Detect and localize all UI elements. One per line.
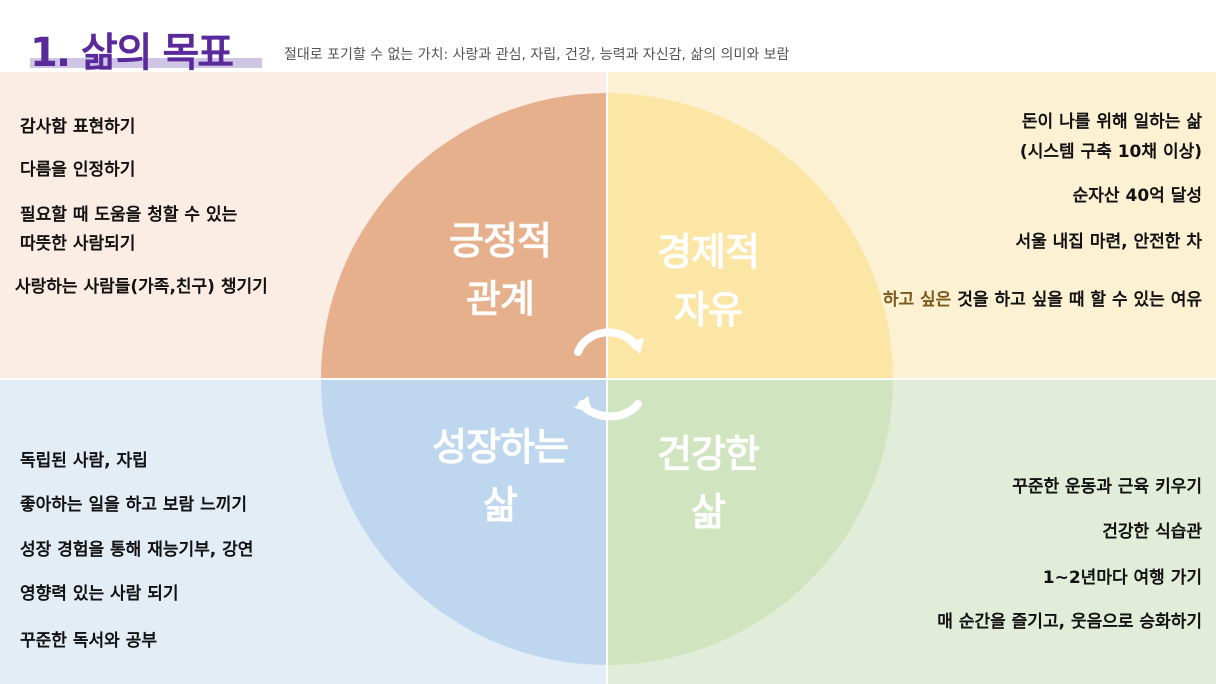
tr-item-3: 순자산 40억 달성	[1072, 186, 1202, 206]
segment-growing-life	[321, 379, 607, 665]
label-financial-freedom-line2: 자유	[674, 288, 743, 332]
tr-item-5-highlight: 하고 싶은	[882, 290, 952, 310]
label-growing-life-line2: 삶	[483, 483, 518, 527]
tl-item-3: 필요할 때 도움을 청할 수 있는	[20, 205, 238, 225]
bl-item-2: 좋아하는 일을 하고 보람 느끼기	[20, 495, 247, 515]
br-item-2: 건강한 식습관	[1102, 522, 1202, 542]
tr-item-4: 서울 내집 마련, 안전한 차	[1015, 232, 1202, 252]
tl-item-5: 사랑하는 사람들(가족,친구) 챙기기	[15, 277, 268, 297]
label-healthy-life: 건강한 삶	[628, 425, 788, 541]
tr-item-2: (시스템 구축 10채 이상)	[1019, 142, 1202, 162]
cycle-arrow-top-icon	[574, 328, 640, 356]
label-growing-life-line1: 성장하는	[432, 425, 569, 469]
br-item-1: 꾸준한 운동과 근육 키우기	[1012, 477, 1202, 497]
label-positive-relationships-line1: 긍정적	[449, 219, 552, 263]
tr-item-5-rest: 것을 하고 싶을 때 할 수 있는 여유	[951, 290, 1202, 310]
bl-item-1: 독립된 사람, 자립	[20, 451, 148, 471]
tr-item-1: 돈이 나를 위해 일하는 삶	[1021, 112, 1202, 132]
bl-item-3: 성장 경험을 통해 재능기부, 강연	[20, 540, 254, 560]
segment-financial-freedom	[607, 93, 893, 379]
label-financial-freedom: 경제적 자유	[628, 223, 788, 339]
label-financial-freedom-line1: 경제적	[657, 230, 760, 274]
label-healthy-life-line1: 건강한	[657, 432, 760, 476]
tl-item-4: 따뜻한 사람되기	[20, 234, 136, 254]
tl-item-1: 감사함 표현하기	[20, 117, 136, 137]
br-item-4: 매 순간을 즐기고, 웃음으로 승화하기	[937, 612, 1202, 632]
br-item-3: 1~2년마다 여행 가기	[1042, 568, 1202, 588]
label-positive-relationships: 긍정적 관계	[420, 212, 580, 328]
tr-item-5: 하고 싶은 것을 하고 싶을 때 할 수 있는 여유	[883, 285, 1202, 310]
title-underline	[30, 58, 262, 68]
segment-positive-relationships	[321, 93, 607, 379]
label-positive-relationships-line2: 관계	[466, 277, 535, 321]
label-growing-life: 성장하는 삶	[405, 418, 595, 534]
bl-item-5: 꾸준한 독서와 공부	[20, 631, 157, 651]
bl-item-4: 영향력 있는 사람 되기	[20, 584, 179, 604]
label-healthy-life-line2: 삶	[691, 490, 726, 534]
header: 1. 삶의 목표 절대로 포기할 수 없는 가치: 사랑과 관심, 자립, 건강…	[0, 0, 1216, 76]
page-title: 1. 삶의 목표	[30, 30, 234, 76]
segment-healthy-life	[607, 379, 893, 665]
tl-item-2: 다름을 인정하기	[20, 160, 136, 180]
page-subtitle: 절대로 포기할 수 없는 가치: 사랑과 관심, 자립, 건강, 능력과 자신감…	[284, 47, 790, 63]
